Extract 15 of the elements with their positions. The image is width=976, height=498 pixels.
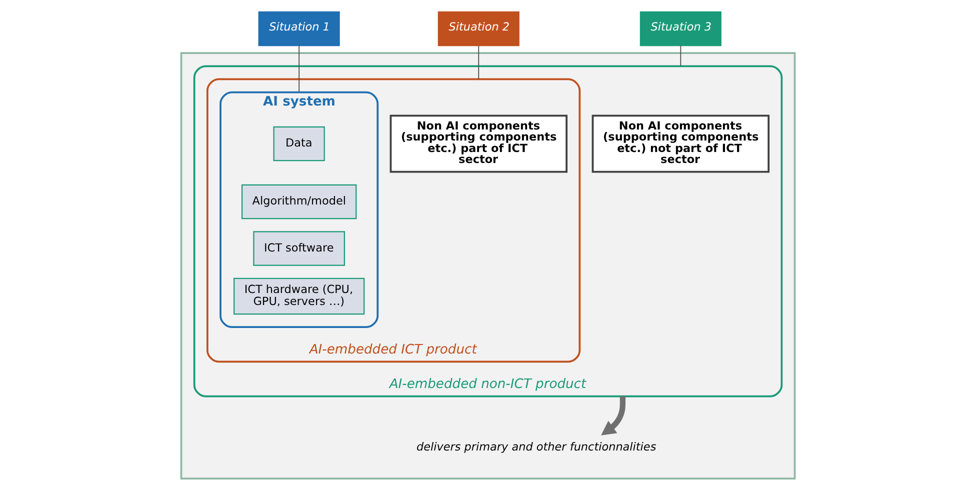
- connector: [298, 45, 300, 93]
- node-box: Situation 1: [258, 11, 340, 46]
- node-box: Situation 2: [438, 11, 520, 46]
- node-box: Data: [273, 126, 325, 162]
- connector: [478, 45, 480, 80]
- node-box: ICT software: [253, 231, 345, 266]
- cluster: [180, 52, 796, 480]
- arrow: [601, 396, 626, 436]
- node-box: Non AI components (supporting components etc.) part of ICT sector: [390, 114, 568, 173]
- node-box: Non AI components (supporting components etc.) not part of ICT sector: [592, 114, 770, 173]
- node-box: Algorithm/model: [241, 184, 357, 220]
- node-box: ICT hardware (CPU, GPU, servers …): [234, 278, 365, 315]
- node-text: delivers primary and other functionnalities: [416, 440, 656, 454]
- connector: [680, 45, 682, 67]
- node-box: Situation 3: [640, 11, 722, 46]
